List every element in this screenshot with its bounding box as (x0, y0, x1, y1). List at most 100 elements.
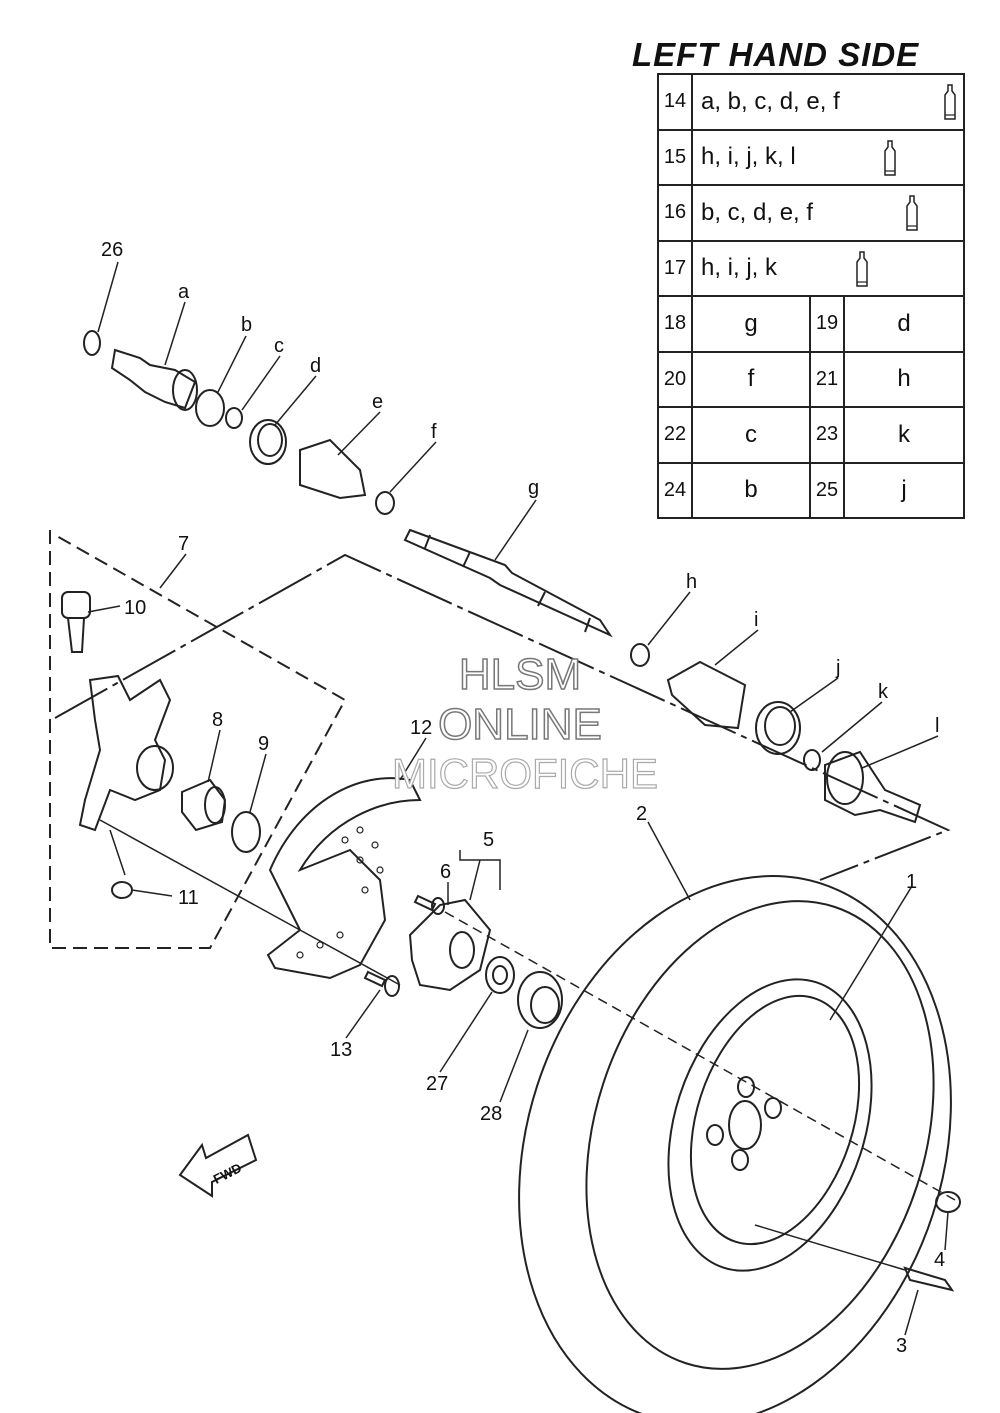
grease-tube-icon (856, 250, 868, 287)
label-13: 13 (330, 1039, 352, 1061)
part-number: 21 (809, 350, 845, 408)
boot-band-f (375, 491, 395, 515)
pair-row: 24 b 25 j (657, 461, 965, 519)
part-letter: d (843, 295, 965, 353)
label-h: h (686, 571, 697, 593)
label-6: 6 (440, 861, 451, 883)
watermark-line-3: MICROFICHE (391, 749, 658, 797)
label-26: 26 (101, 239, 123, 261)
label-3: 3 (896, 1335, 907, 1357)
pair-row: 20 f 21 h (657, 350, 965, 408)
kit-number: 16 (657, 184, 693, 242)
disc-guard-holes (296, 826, 384, 959)
hub-cap-28 (517, 971, 563, 1029)
kit-row: 14 a, b, c, d, e, f (657, 73, 965, 131)
circlip-k (803, 749, 821, 771)
part-number: 18 (657, 295, 693, 353)
kit-letters: a, b, c, d, e, f (701, 87, 840, 115)
part-letter: j (843, 461, 965, 519)
wheel-bearing (181, 778, 227, 832)
label-g: g (528, 477, 539, 499)
pair-row: 22 c 23 k (657, 406, 965, 464)
part-letter: b (691, 461, 811, 519)
axle-centerline (54, 553, 951, 881)
cv-boot-i (666, 660, 747, 730)
bolt-13 (363, 970, 400, 997)
part-number: 20 (657, 350, 693, 408)
part-number: 22 (657, 406, 693, 464)
grease-tube-icon (944, 84, 956, 120)
label-f: f (431, 421, 437, 443)
kit-letters: h, i, j, k, l (701, 143, 796, 171)
kit-number: 14 (657, 73, 693, 131)
label-4: 4 (934, 1249, 945, 1271)
label-11: 11 (178, 887, 199, 909)
fwd-label: FWD (211, 1160, 244, 1187)
fwd-arrow-icon (178, 1133, 258, 1198)
inner-cv-joint (83, 330, 198, 411)
boot-band-j (755, 701, 801, 755)
label-7: 7 (178, 533, 189, 555)
circlip-11 (111, 881, 133, 899)
part-number: 24 (657, 461, 693, 519)
kit-contents: b, c, d, e, f (691, 184, 965, 242)
kit-number: 15 (657, 128, 693, 186)
kit-row: 15 h, i, j, k, l (657, 128, 965, 186)
cv-boot-e (299, 438, 367, 500)
part-number: 19 (809, 295, 845, 353)
steering-knuckle (78, 674, 174, 832)
bolt-6 (413, 894, 445, 915)
label-i: i (754, 609, 758, 631)
watermark-line-1: HLSM (458, 649, 582, 700)
wheel-hub (408, 898, 492, 992)
valve-stem-3 (903, 1266, 955, 1292)
disc-guard (266, 777, 422, 980)
watermark-line-2: ONLINE (437, 699, 602, 750)
side-title: LEFT HAND SIDE (632, 36, 920, 73)
kit-row: 16 b, c, d, e, f (657, 184, 965, 242)
label-8: 8 (212, 709, 223, 731)
grease-tube-icon (884, 139, 896, 176)
circlip-b (195, 389, 225, 427)
part-letter: h (843, 350, 965, 408)
label-2: 2 (636, 803, 647, 825)
kit-letters: h, i, j, k (701, 254, 778, 282)
part-number: 23 (809, 406, 845, 464)
label-e: e (372, 391, 383, 413)
part-letter: c (691, 406, 811, 464)
kit-table: 14 a, b, c, d, e, f 15 h, i, j, k, l 16 (657, 73, 965, 519)
kit-contents: a, b, c, d, e, f (691, 73, 965, 131)
boot-band-d (249, 419, 287, 465)
part-letter: k (843, 406, 965, 464)
axle-shaft (403, 528, 613, 638)
kit-contents: h, i, j, k (691, 239, 965, 297)
label-10: 10 (124, 597, 146, 619)
kit-number: 17 (657, 239, 693, 297)
kit-contents: h, i, j, k, l (691, 128, 965, 186)
boot-band-h (630, 643, 650, 667)
part-letter: g (691, 295, 811, 353)
knuckle-group-frame (49, 530, 347, 949)
label-9: 9 (258, 733, 269, 755)
circlip-c (225, 407, 243, 429)
label-27: 27 (426, 1073, 448, 1095)
label-a: a (178, 281, 190, 303)
label-j: j (835, 657, 840, 679)
part-letter: f (691, 350, 811, 408)
ball-joint (61, 591, 91, 653)
label-d: d (310, 355, 321, 377)
label-l: l (935, 715, 939, 737)
label-c: c (274, 335, 284, 357)
wheel-tire (518, 875, 952, 1413)
label-5: 5 (483, 829, 494, 851)
kit-row: 17 h, i, j, k (657, 239, 965, 297)
pair-row: 18 g 19 d (657, 295, 965, 353)
label-b: b (241, 314, 252, 336)
label-12: 12 (410, 717, 432, 739)
label-28: 28 (480, 1103, 502, 1125)
grease-tube-icon (906, 195, 918, 231)
part-number: 25 (809, 461, 845, 519)
circlip-9 (231, 811, 261, 853)
